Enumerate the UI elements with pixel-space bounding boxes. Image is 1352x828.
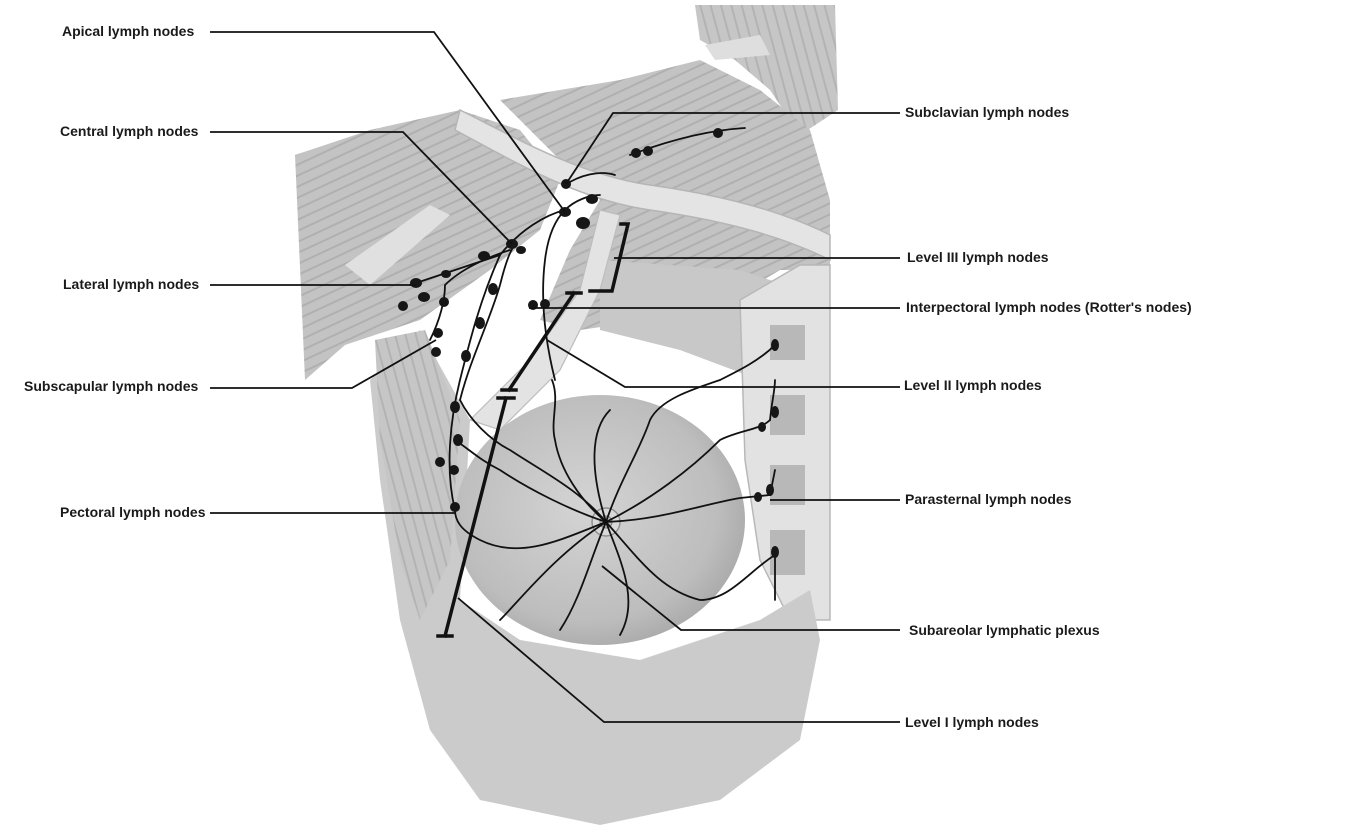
clavicle bbox=[454, 108, 831, 262]
apical-leader bbox=[210, 31, 566, 213]
neck-muscles bbox=[695, 5, 838, 135]
leader-lines bbox=[210, 31, 900, 723]
level-1-lymph-nodes-label: Level I lymph nodes bbox=[905, 714, 1039, 730]
lymph-nodes bbox=[398, 128, 779, 558]
level-1-bracket bbox=[436, 395, 516, 639]
shoulder-muscles bbox=[295, 110, 560, 380]
lower-torso bbox=[370, 330, 820, 825]
level-2-bracket bbox=[500, 290, 583, 393]
level-3-lymph-nodes-label: Level III lymph nodes bbox=[907, 249, 1049, 265]
interpectoral-lymph-nodes-label: Interpectoral lymph nodes (Rotter's node… bbox=[906, 299, 1192, 315]
serratus-muscle bbox=[375, 330, 460, 620]
subareolar-lymphatic-plexus-label: Subareolar lymphatic plexus bbox=[909, 622, 1100, 638]
subscapular-lymph-nodes-label: Subscapular lymph nodes bbox=[24, 378, 199, 394]
level2-leader bbox=[546, 339, 900, 388]
subclavian-lymph-nodes-label: Subclavian lymph nodes bbox=[905, 104, 1070, 120]
apical-lymph-nodes-label: Apical lymph nodes bbox=[62, 23, 195, 39]
level1-leader bbox=[457, 597, 900, 723]
lateral-lymph-nodes-label: Lateral lymph nodes bbox=[63, 276, 200, 292]
ribs-and-sternum bbox=[739, 264, 831, 621]
subclavian-leader bbox=[565, 112, 900, 185]
lymphatic-vessels bbox=[409, 127, 776, 636]
central-leader bbox=[210, 131, 513, 245]
parasternal-lymph-nodes-label: Parasternal lymph nodes bbox=[905, 491, 1072, 507]
level-2-lymph-nodes-label: Level II lymph nodes bbox=[904, 377, 1042, 393]
central-lymph-nodes-label: Central lymph nodes bbox=[60, 123, 199, 139]
pectoral-lymph-nodes-label: Pectoral lymph nodes bbox=[60, 504, 206, 520]
subareolar-leader bbox=[601, 565, 900, 631]
subscapular-leader bbox=[210, 339, 437, 389]
